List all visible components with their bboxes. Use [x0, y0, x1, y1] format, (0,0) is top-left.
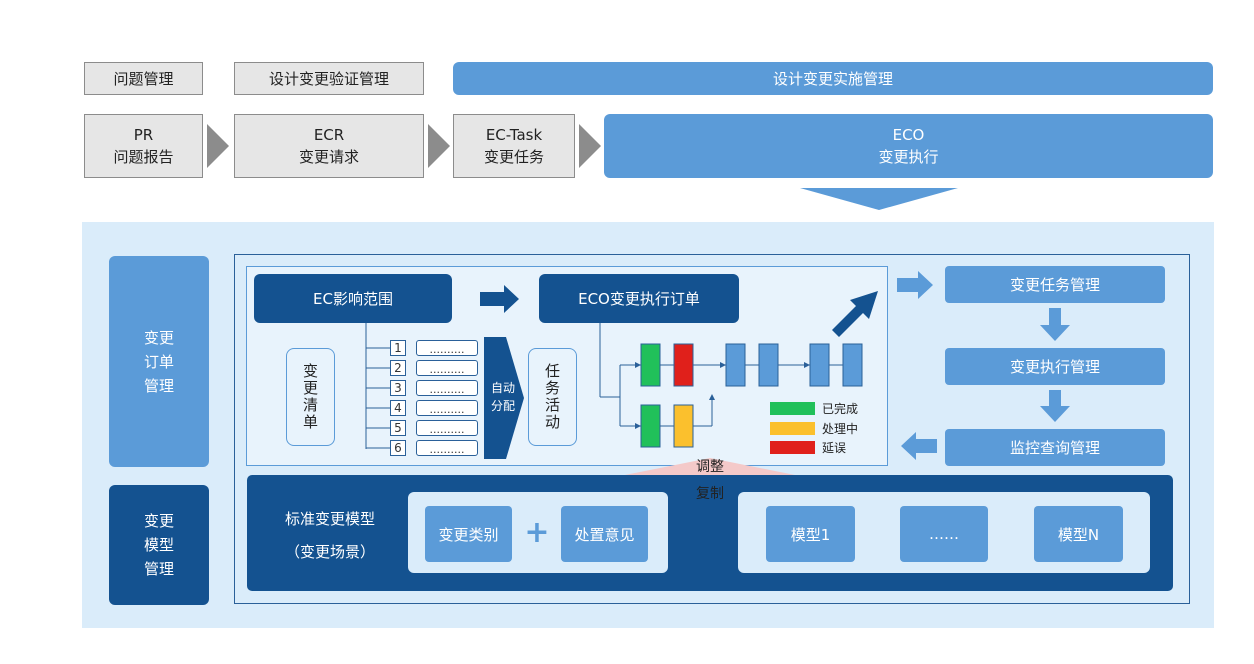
down-arrow-icon [1040, 390, 1070, 422]
list-num-1: 1 [390, 340, 406, 356]
ecr-code: ECR [313, 126, 345, 144]
list-num-2: 2 [390, 360, 406, 376]
change-list-label: 变更清单 [301, 363, 319, 431]
auto-assign-label: 自动 分配 [490, 381, 515, 413]
eco-code: ECO [892, 126, 925, 144]
task-mgmt-box: 变更任务管理 [945, 266, 1165, 303]
adjust-shape [620, 458, 800, 476]
ectask-box: EC-Task 变更任务 [453, 114, 575, 178]
chevron-right-icon [207, 124, 229, 168]
list-dots-6: .......... [416, 440, 478, 456]
pr-label: 问题报告 [113, 148, 174, 166]
ectask-code: EC-Task [485, 126, 543, 144]
legend-complete-swatch [770, 402, 815, 415]
legend-inprogress-label: 处理中 [822, 422, 859, 436]
list-dots-2: .......... [416, 360, 478, 376]
ectask-label: 变更任务 [483, 148, 544, 166]
ec-scope-box: EC影响范围 [254, 274, 452, 323]
exec-mgmt-box: 变更执行管理 [945, 348, 1165, 385]
change-list-box: 变更清单 [286, 348, 335, 446]
task-mgmt-label: 变更任务管理 [1009, 276, 1100, 294]
issue-mgmt-header: 问题管理 [84, 62, 203, 95]
order-mgmt-box: 变更 订单 管理 [109, 256, 209, 467]
pr-box: PR 问题报告 [84, 114, 203, 178]
model-mgmt-box: 变更 模型 管理 [109, 485, 209, 605]
design-verify-header: 设计变更验证管理 [234, 62, 424, 95]
design-verify-label: 设计变更验证管理 [268, 69, 389, 88]
list-num-6: 6 [390, 440, 406, 456]
eco-box: ECO 变更执行 [604, 114, 1213, 178]
chevron-right-icon [428, 124, 450, 168]
status-inprogress-bar [673, 404, 694, 448]
status-pending-bar [842, 343, 863, 387]
exec-mgmt-label: 变更执行管理 [1009, 358, 1100, 376]
status-complete-bar [640, 343, 661, 387]
status-pending-bar [809, 343, 830, 387]
monitor-mgmt-box: 监控查询管理 [945, 429, 1165, 466]
list-num-5: 5 [390, 420, 406, 436]
design-impl-header: 设计变更实施管理 [453, 62, 1213, 95]
auto-assign-arrow [484, 337, 524, 459]
status-pending-bar [725, 343, 746, 387]
list-num-4: 4 [390, 400, 406, 416]
model-section-subtitle: （变更场景） [284, 543, 375, 561]
ellipsis-box: …… [900, 506, 988, 562]
down-triangle-icon [800, 188, 958, 210]
legend-delayed-swatch [770, 441, 815, 454]
eco-order-label: ECO变更执行订单 [578, 289, 700, 308]
right-arrow-icon [897, 271, 933, 299]
status-delayed-bar [673, 343, 694, 387]
legend-delayed-label: 延误 [822, 441, 847, 455]
adjust-label: 调整 [696, 459, 724, 475]
monitor-mgmt-label: 监控查询管理 [1009, 439, 1100, 457]
opinion-box: 处置意见 [561, 506, 648, 562]
down-arrow-icon [1040, 308, 1070, 341]
model-mgmt-label: 变更 模型 管理 [143, 512, 174, 578]
modeln-box: 模型N [1034, 506, 1123, 562]
inner-frame [234, 254, 1190, 604]
issue-mgmt-label: 问题管理 [113, 69, 174, 88]
left-arrow-icon [901, 432, 937, 460]
order-mgmt-label: 变更 订单 管理 [143, 328, 174, 395]
task-activity-box: 任务活动 [528, 348, 577, 446]
category-box: 变更类别 [425, 506, 512, 562]
eco-order-box: ECO变更执行订单 [539, 274, 739, 323]
legend-complete-label: 已完成 [822, 402, 859, 416]
copy-label: 复制 [696, 486, 724, 502]
list-dots-4: .......... [416, 400, 478, 416]
diagonal-arrow-icon [832, 291, 878, 337]
model1-box: 模型1 [766, 506, 855, 562]
list-dots-3: .......... [416, 380, 478, 396]
ellipsis-label: …… [929, 525, 959, 543]
status-pending-bar [758, 343, 779, 387]
ec-scope-label: EC影响范围 [313, 289, 393, 308]
list-dots-5: .......... [416, 420, 478, 436]
model1-label: 模型1 [790, 525, 831, 544]
status-complete-bar [640, 404, 661, 448]
plus-icon: + [524, 515, 550, 550]
eco-label: 变更执行 [878, 148, 939, 166]
right-arrow-icon [480, 285, 519, 313]
chevron-right-icon [579, 124, 601, 168]
pr-code: PR [133, 126, 154, 144]
modeln-label: 模型N [1057, 525, 1100, 544]
list-num-3: 3 [390, 380, 406, 396]
model-section-title: 标准变更模型 [284, 510, 375, 528]
list-dots-1: .......... [416, 340, 478, 356]
ecr-box: ECR 变更请求 [234, 114, 424, 178]
opinion-label: 处置意见 [574, 525, 635, 544]
ecr-label: 变更请求 [298, 148, 359, 166]
legend-inprogress-swatch [770, 422, 815, 435]
category-label: 变更类别 [438, 525, 499, 544]
task-activity-label: 任务活动 [543, 363, 561, 431]
design-impl-label: 设计变更实施管理 [772, 69, 893, 88]
